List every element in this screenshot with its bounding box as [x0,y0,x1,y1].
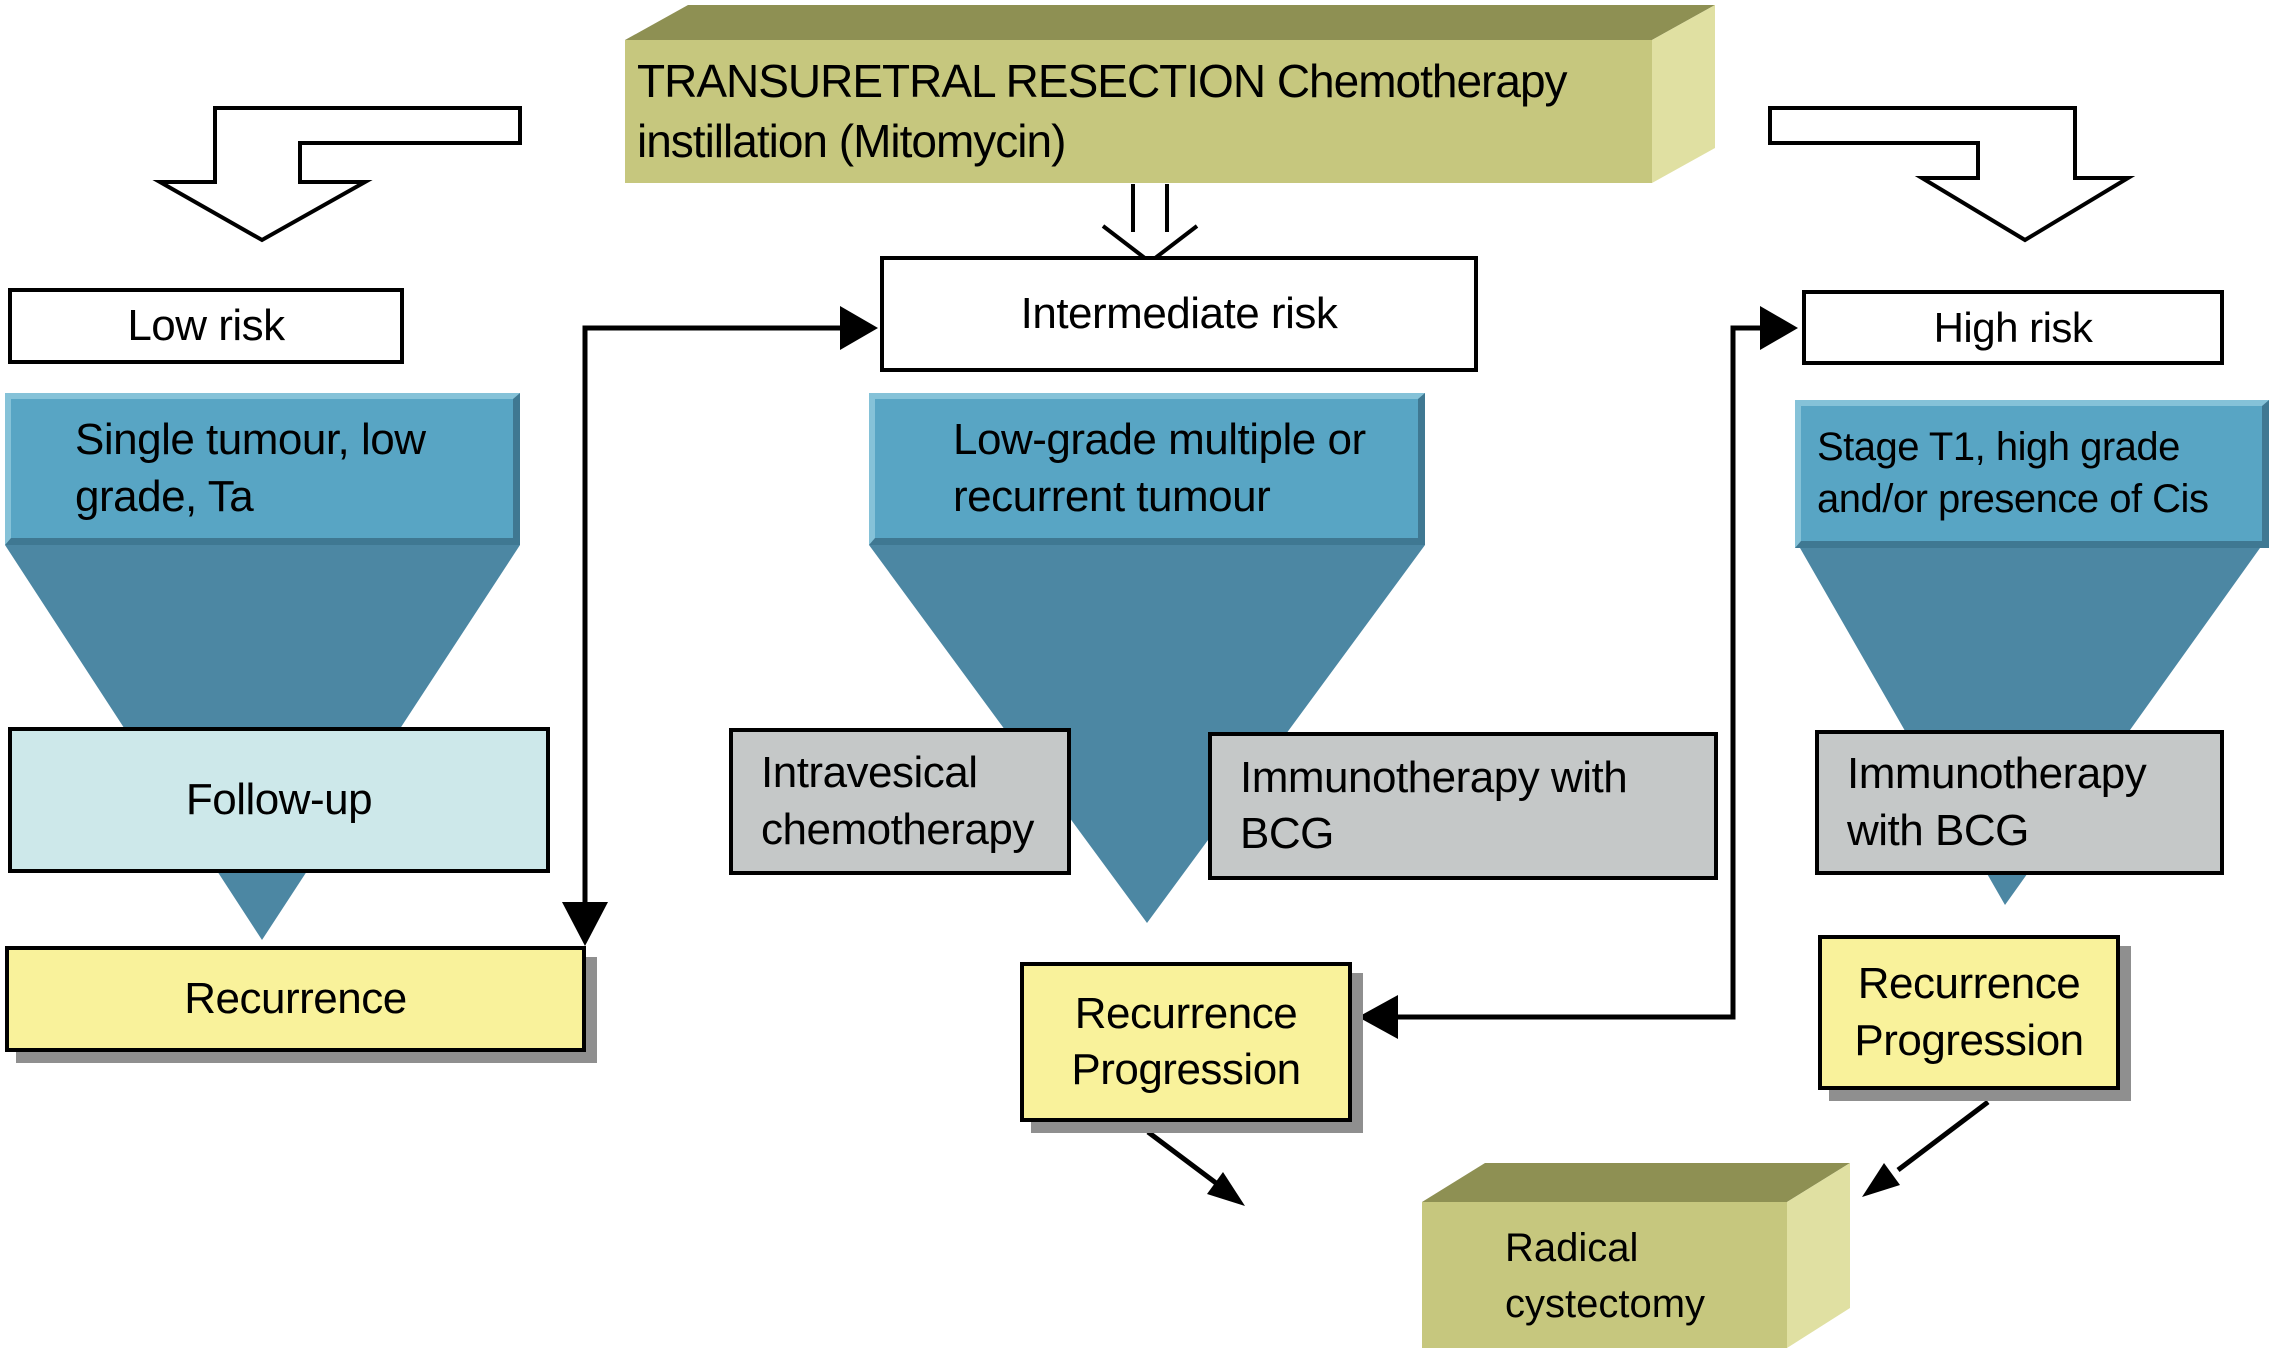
arrowhead-right-icon [840,306,878,350]
high-criteria-line1: Stage T1, high grade [1817,425,2180,470]
follow-up-label: Follow-up [185,774,373,824]
intravesical-line2: chemotherapy [761,804,1034,854]
arrowhead-down-left-icon [1862,1163,1900,1197]
double-down-arrow-icon [1101,184,1199,265]
high-risk-label: High risk [1933,303,2093,351]
cystectomy-line1: Radical [1505,1226,1639,1270]
connector-progression-to-high-risk [1368,325,1762,1020]
cystectomy-box-front-face [1422,1202,1787,1348]
cystectomy-box-top-face [1422,1163,1850,1202]
tur-box-front-face [625,40,1652,183]
tur-box-label: TRANSURETRAL RESECTION Chemotherapy inst… [637,44,1647,179]
immunotherapy-mid-line2: BCG [1240,809,1334,858]
low-risk-box: Low risk [8,288,404,364]
bent-arrow-left-icon [152,106,522,243]
recurrence-progression-mid-box: Recurrence Progression [1020,962,1352,1122]
cystectomy-box-side-face [1787,1163,1850,1348]
cystectomy-line2: cystectomy [1505,1282,1706,1326]
intermediate-criteria-line1: Low-grade multiple or [953,415,1366,465]
intermediate-risk-criteria-box: Low-grade multiple or recurrent tumour [869,393,1425,545]
high-risk-funnel [1800,548,2260,905]
tur-line2: instillation (Mitomycin) [637,114,1066,167]
arrow-right-to-cystectomy [1896,1100,1990,1172]
immunotherapy-right-line1: Immunotherapy [1847,749,2147,799]
tur-box-top-face [625,5,1715,40]
intermediate-risk-box: Intermediate risk [880,256,1478,372]
intermediate-criteria-line2: recurrent tumour [953,471,1271,521]
recurrence-progression-right-line2: Progression [1854,1015,2084,1065]
radical-cystectomy-label: Radical cystectomy [1505,1210,1785,1342]
tur-line1: TRANSURETRAL RESECTION Chemotherapy [637,54,1568,107]
high-risk-criteria-box: Stage T1, high grade and/or presence of … [1795,400,2269,548]
recurrence-progression-right-box: Recurrence Progression [1818,935,2120,1090]
immunotherapy-right-line2: with BCG [1847,805,2029,855]
arrowhead-left-icon [1358,995,1398,1039]
high-risk-box: High risk [1802,290,2224,365]
recurrence-progression-mid-line2: Progression [1071,1045,1301,1094]
low-criteria-line2: grade, Ta [75,471,254,521]
immunotherapy-mid-line1: Immunotherapy with [1240,752,1628,802]
arrowhead-down-icon [562,902,608,946]
low-criteria-line1: Single tumour, low [75,415,426,465]
bent-arrow-right-icon [1768,106,2136,243]
high-criteria-line2: and/or presence of Cis [1817,476,2209,521]
arrow-mid-to-cystectomy [1146,1130,1222,1188]
immunotherapy-bcg-right-box: Immunotherapy with BCG [1815,730,2224,875]
recurrence-box: Recurrence [5,946,586,1052]
intermediate-risk-label: Intermediate risk [1020,288,1338,338]
recurrence-progression-right-line1: Recurrence [1857,959,2081,1009]
follow-up-box: Follow-up [8,727,550,873]
arrowhead-down-right-icon [1207,1172,1245,1206]
tur-box-side-face [1652,5,1715,183]
low-risk-label: Low risk [127,300,285,350]
recurrence-progression-mid-line1: Recurrence [1074,988,1298,1038]
low-risk-criteria-box: Single tumour, low grade, Ta [5,393,520,545]
immunotherapy-bcg-mid-box: Immunotherapy with BCG [1208,732,1718,880]
recurrence-label: Recurrence [184,973,407,1023]
intravesical-line1: Intravesical [761,748,978,798]
arrowhead-right-icon [1760,306,1798,350]
intermediate-risk-funnel [869,545,1425,923]
intravesical-chemotherapy-box: Intravesical chemotherapy [729,728,1071,875]
connector-recurrence-to-intermediate [582,325,864,932]
